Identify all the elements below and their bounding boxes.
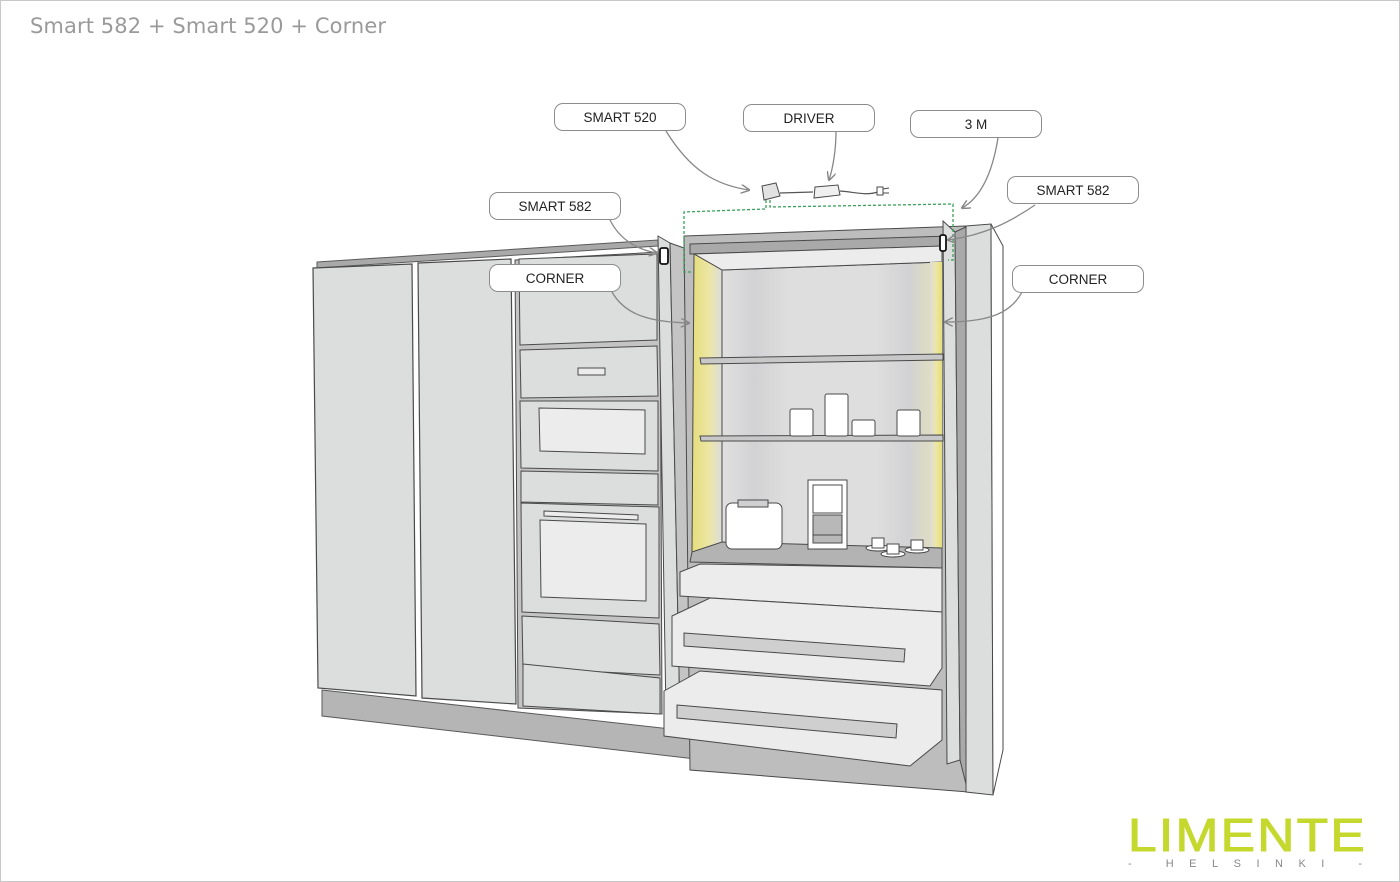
oven	[520, 502, 660, 619]
driver-unit	[813, 184, 841, 199]
callout-corner-right: CORNER	[1012, 265, 1144, 293]
shelf-1	[699, 353, 944, 365]
pantry-cabinet	[663, 225, 969, 793]
smart582-sensor-left	[659, 247, 669, 265]
callout-smart582-right: SMART 582	[1007, 176, 1139, 204]
limente-logo: LIMENTE - HELSINKI -	[1127, 812, 1378, 871]
callout-driver: DRIVER	[743, 104, 875, 132]
power-plug-icon	[876, 186, 890, 196]
tall-door-1	[312, 263, 417, 697]
callout-3m: 3 M	[910, 110, 1042, 138]
appliance-column	[518, 253, 661, 715]
coffee-maker	[807, 479, 848, 550]
logo-subtitle: - HELSINKI -	[1128, 858, 1378, 870]
callout-arrows	[609, 130, 1036, 323]
smart582-sensor-right	[939, 234, 947, 252]
pocket-door-right	[939, 219, 1004, 796]
drawer-2	[671, 597, 943, 687]
warming-drawer	[519, 345, 659, 399]
tall-door-2	[417, 258, 517, 705]
wiring	[683, 200, 954, 273]
led-lit-side-right	[930, 262, 942, 560]
callout-smart520: SMART 520	[554, 103, 686, 131]
diagram-title: Smart 582 + Smart 520 + Corner	[30, 14, 387, 38]
cups	[865, 537, 930, 558]
bottom-drawer-2	[522, 663, 661, 715]
jars	[789, 393, 921, 437]
callout-smart582-left: SMART 582	[489, 192, 621, 220]
compact-oven	[519, 400, 659, 472]
toaster	[725, 499, 783, 550]
led-lit-side-left	[691, 253, 723, 555]
logo-brand: LIMENTE	[1127, 809, 1367, 861]
drawer-3	[663, 670, 943, 767]
bottom-drawer-1	[521, 615, 661, 676]
smart520-controller	[761, 182, 781, 201]
callout-corner-left: CORNER	[489, 264, 621, 292]
